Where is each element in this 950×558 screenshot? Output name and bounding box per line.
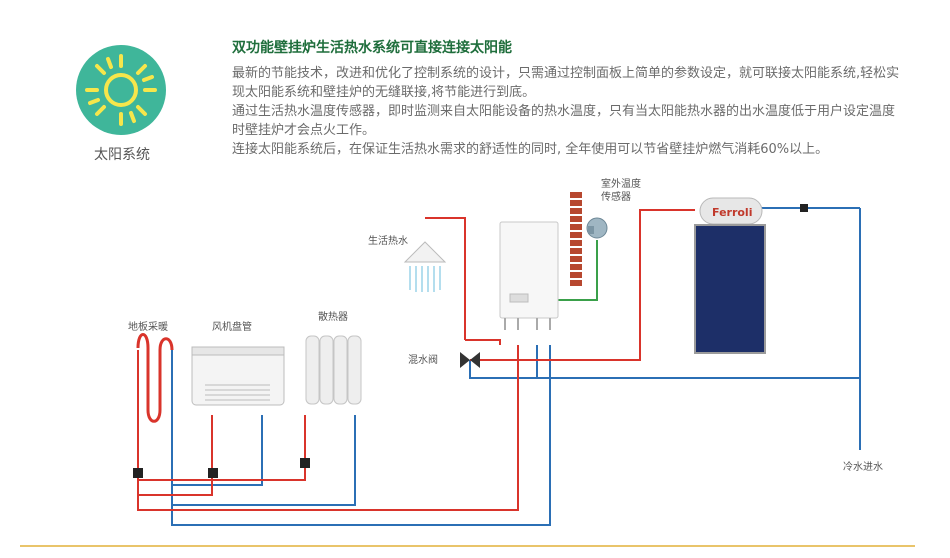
sensor-wire [555,240,598,301]
mixing-valve-label: 混水阀 [408,353,438,366]
sun-icon [76,45,166,135]
description: 最新的节能技术，改进和优化了控制系统的设计，只需通过控制面板上简单的参数设定，就… [232,64,902,159]
hot-water-pipes [136,209,695,511]
fan-coil-unit [191,346,285,406]
pipe-valve [133,204,808,478]
outdoor-sensor-label: 室外温度传感器 [601,177,641,203]
brick-wall [570,192,582,286]
floor-heating-label: 地板采暖 [128,320,168,333]
paragraph-2: 通过生活热水温度传感器，即时监测来自太阳能设备的热水温度，只有当太阳能热水器的出… [232,104,896,138]
brand-logo: Ferroli [712,206,752,219]
outdoor-sensor-label-line: 传感器 [601,190,631,203]
solar-system-label: 太阳系统 [94,147,150,163]
outdoor-sensor-label-line: 室外温度 [601,177,641,190]
solar-system-badge [75,44,167,136]
cold-water-pipes [171,207,861,526]
radiator-label: 散热器 [318,310,348,323]
paragraph-1: 最新的节能技术，改进和优化了控制系统的设计，只需通过控制面板上简单的参数设定，就… [232,66,900,100]
footer-divider [20,545,915,547]
mixing-valve [460,352,480,368]
hot-water-label: 生活热水 [368,234,408,247]
radiator-unit [305,335,362,405]
solar-collector [694,197,766,354]
page-title: 双功能壁挂炉生活热水系统可直接连接太阳能 [232,40,512,56]
shower-head [403,241,447,292]
fan-coil-label: 风机盘管 [212,320,252,333]
cold-water-in-label: 冷水进水 [843,460,883,473]
paragraph-3: 连接太阳能系统后，在保证生活热水需求的舒适性的同时, 全年使用可以节省壁挂炉燃气… [232,142,829,157]
wall-boiler [499,221,559,330]
outdoor-temperature-sensor [586,217,608,239]
